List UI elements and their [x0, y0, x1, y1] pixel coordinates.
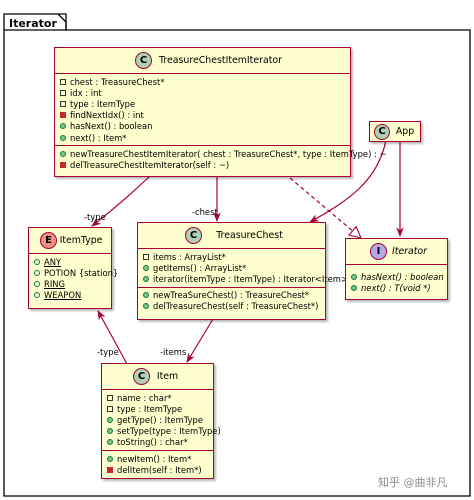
public-method-icon — [143, 275, 149, 282]
public-method-icon — [143, 264, 149, 271]
class-treasure-chest[interactable]: C TreasureChest items : ArrayList* getIt… — [137, 222, 355, 320]
field-marker-icon — [107, 394, 113, 401]
public-method-icon — [107, 455, 113, 462]
class-name: TreasureChest — [216, 230, 283, 241]
field-row: chest : TreasureChest* — [55, 76, 350, 87]
field-marker-icon — [60, 78, 66, 85]
method-row: delTreasureChestItemIterator(self : ~) — [55, 159, 350, 170]
field-marker-icon — [107, 405, 113, 412]
role-label-type-top: -type — [84, 212, 106, 222]
enum-value-row: RING — [29, 278, 111, 289]
method-row: hasNext() : boolean — [346, 271, 447, 282]
public-method-icon — [107, 428, 113, 435]
static-marker-icon — [34, 258, 40, 265]
field-row: type : ItemType — [55, 98, 350, 109]
method-row: newTreaSureChest() : TreasureChest* — [138, 290, 325, 301]
class-stereotype-icon: C — [374, 123, 390, 140]
enum-value-row: WEAPON — [29, 290, 111, 301]
private-method-icon — [60, 112, 66, 119]
method-row: setType(type : ItemType) — [102, 426, 221, 437]
realization-iterator — [289, 177, 361, 238]
class-name: App — [395, 126, 415, 137]
assoc-chest-to-items — [186, 318, 214, 363]
method-row: iterator(itemType : ItemType) : Iterator… — [138, 273, 355, 284]
field-marker-icon — [143, 253, 149, 260]
method-row: toString() : char* — [102, 437, 213, 448]
enum-value-row: ANY — [29, 256, 111, 267]
role-label-type-bottom: -type — [97, 347, 119, 357]
method-row: getType() : ItemType — [102, 414, 213, 425]
class-stereotype-icon: C — [135, 52, 152, 69]
method-row: delTreasureChest(self : TreasureChest*) — [138, 301, 325, 312]
assoc-iterator-to-itemtype — [91, 175, 151, 227]
method-row: hasNext() : boolean — [55, 121, 350, 132]
static-marker-icon — [34, 269, 40, 276]
watermark: 知乎 @曲非凡 — [378, 476, 448, 489]
package-frame — [3, 13, 471, 497]
enum-item-type[interactable]: E ItemType ANY POTION {station} RING WEA… — [28, 227, 118, 309]
field-marker-icon — [60, 100, 66, 107]
interface-stereotype-icon: I — [370, 243, 387, 260]
public-method-icon — [143, 303, 149, 310]
field-row: items : ArrayList* — [138, 251, 325, 262]
method-row: findNextIdx() : int — [55, 110, 350, 121]
class-name: TreasureChestItemIterator — [159, 55, 282, 66]
static-marker-icon — [34, 292, 40, 299]
method-row: newItem() : Item* — [102, 453, 213, 464]
field-marker-icon — [60, 89, 66, 96]
method-row: delItem(self : Item*) — [102, 464, 213, 475]
private-method-icon — [107, 466, 113, 473]
enum-value-row: POTION {station} — [29, 267, 118, 278]
method-row: getItems() : ArrayList* — [138, 262, 325, 273]
class-name: ItemType — [59, 235, 103, 246]
public-method-icon — [351, 284, 357, 291]
role-label-chest: -chest — [192, 207, 218, 217]
method-row: newTreasureChestItemIterator( chest : Tr… — [55, 148, 387, 159]
public-method-icon — [107, 439, 113, 446]
dep-app-to-chest — [309, 139, 387, 223]
class-treasure-chest-item-iterator[interactable]: C TreasureChestItemIterator chest : Trea… — [54, 47, 387, 177]
field-row: name : char* — [102, 392, 213, 403]
class-name: Item — [156, 371, 179, 382]
public-method-icon — [60, 150, 66, 157]
role-label-items: -items — [160, 347, 187, 357]
public-method-icon — [107, 416, 113, 423]
field-row: idx : int — [55, 87, 350, 98]
class-name: Iterator — [391, 246, 428, 257]
class-stereotype-icon: C — [185, 227, 202, 244]
static-marker-icon — [34, 280, 40, 287]
public-method-icon — [60, 123, 66, 130]
method-row: next() : T(void *) — [346, 282, 447, 293]
method-row: next() : Item* — [55, 132, 350, 143]
interface-iterator[interactable]: I Iterator hasNext() : boolean next() : … — [345, 238, 448, 300]
public-method-icon — [143, 292, 149, 299]
public-method-icon — [60, 134, 66, 141]
package-tab-divider — [4, 13, 67, 31]
public-method-icon — [351, 273, 357, 280]
assoc-item-to-itemtype — [97, 310, 128, 365]
enum-stereotype-icon: E — [40, 232, 57, 249]
package-title: Iterator — [9, 17, 57, 30]
class-app[interactable]: C App — [369, 121, 421, 142]
private-method-icon — [60, 161, 66, 168]
class-item[interactable]: C Item name : char* type : ItemType getT… — [101, 363, 221, 479]
field-row: type : ItemType — [102, 403, 213, 414]
class-stereotype-icon: C — [133, 368, 150, 385]
